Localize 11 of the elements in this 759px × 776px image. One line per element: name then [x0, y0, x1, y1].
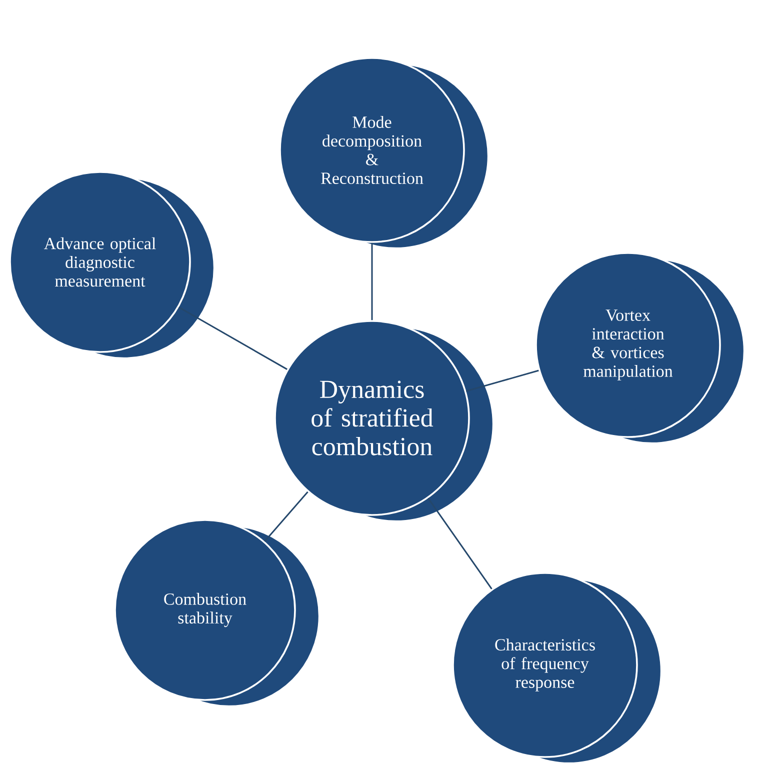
disc-node: Advance optical diagnostic measurement — [9, 171, 215, 359]
disc-node: Characteristics of frequency response — [452, 572, 662, 764]
connector-line — [466, 370, 539, 392]
connector-line — [264, 491, 308, 542]
disc-node: Vortex interaction & vortices manipulation — [535, 252, 745, 444]
disc-node: Mode decomposition & Reconstruction — [279, 57, 489, 249]
connector-line — [178, 306, 288, 370]
disc-node: Dynamics of stratified combustion — [274, 320, 494, 522]
connector-line — [428, 498, 492, 590]
connector-line — [371, 242, 373, 320]
disc-node: Combustion stability — [114, 519, 320, 707]
